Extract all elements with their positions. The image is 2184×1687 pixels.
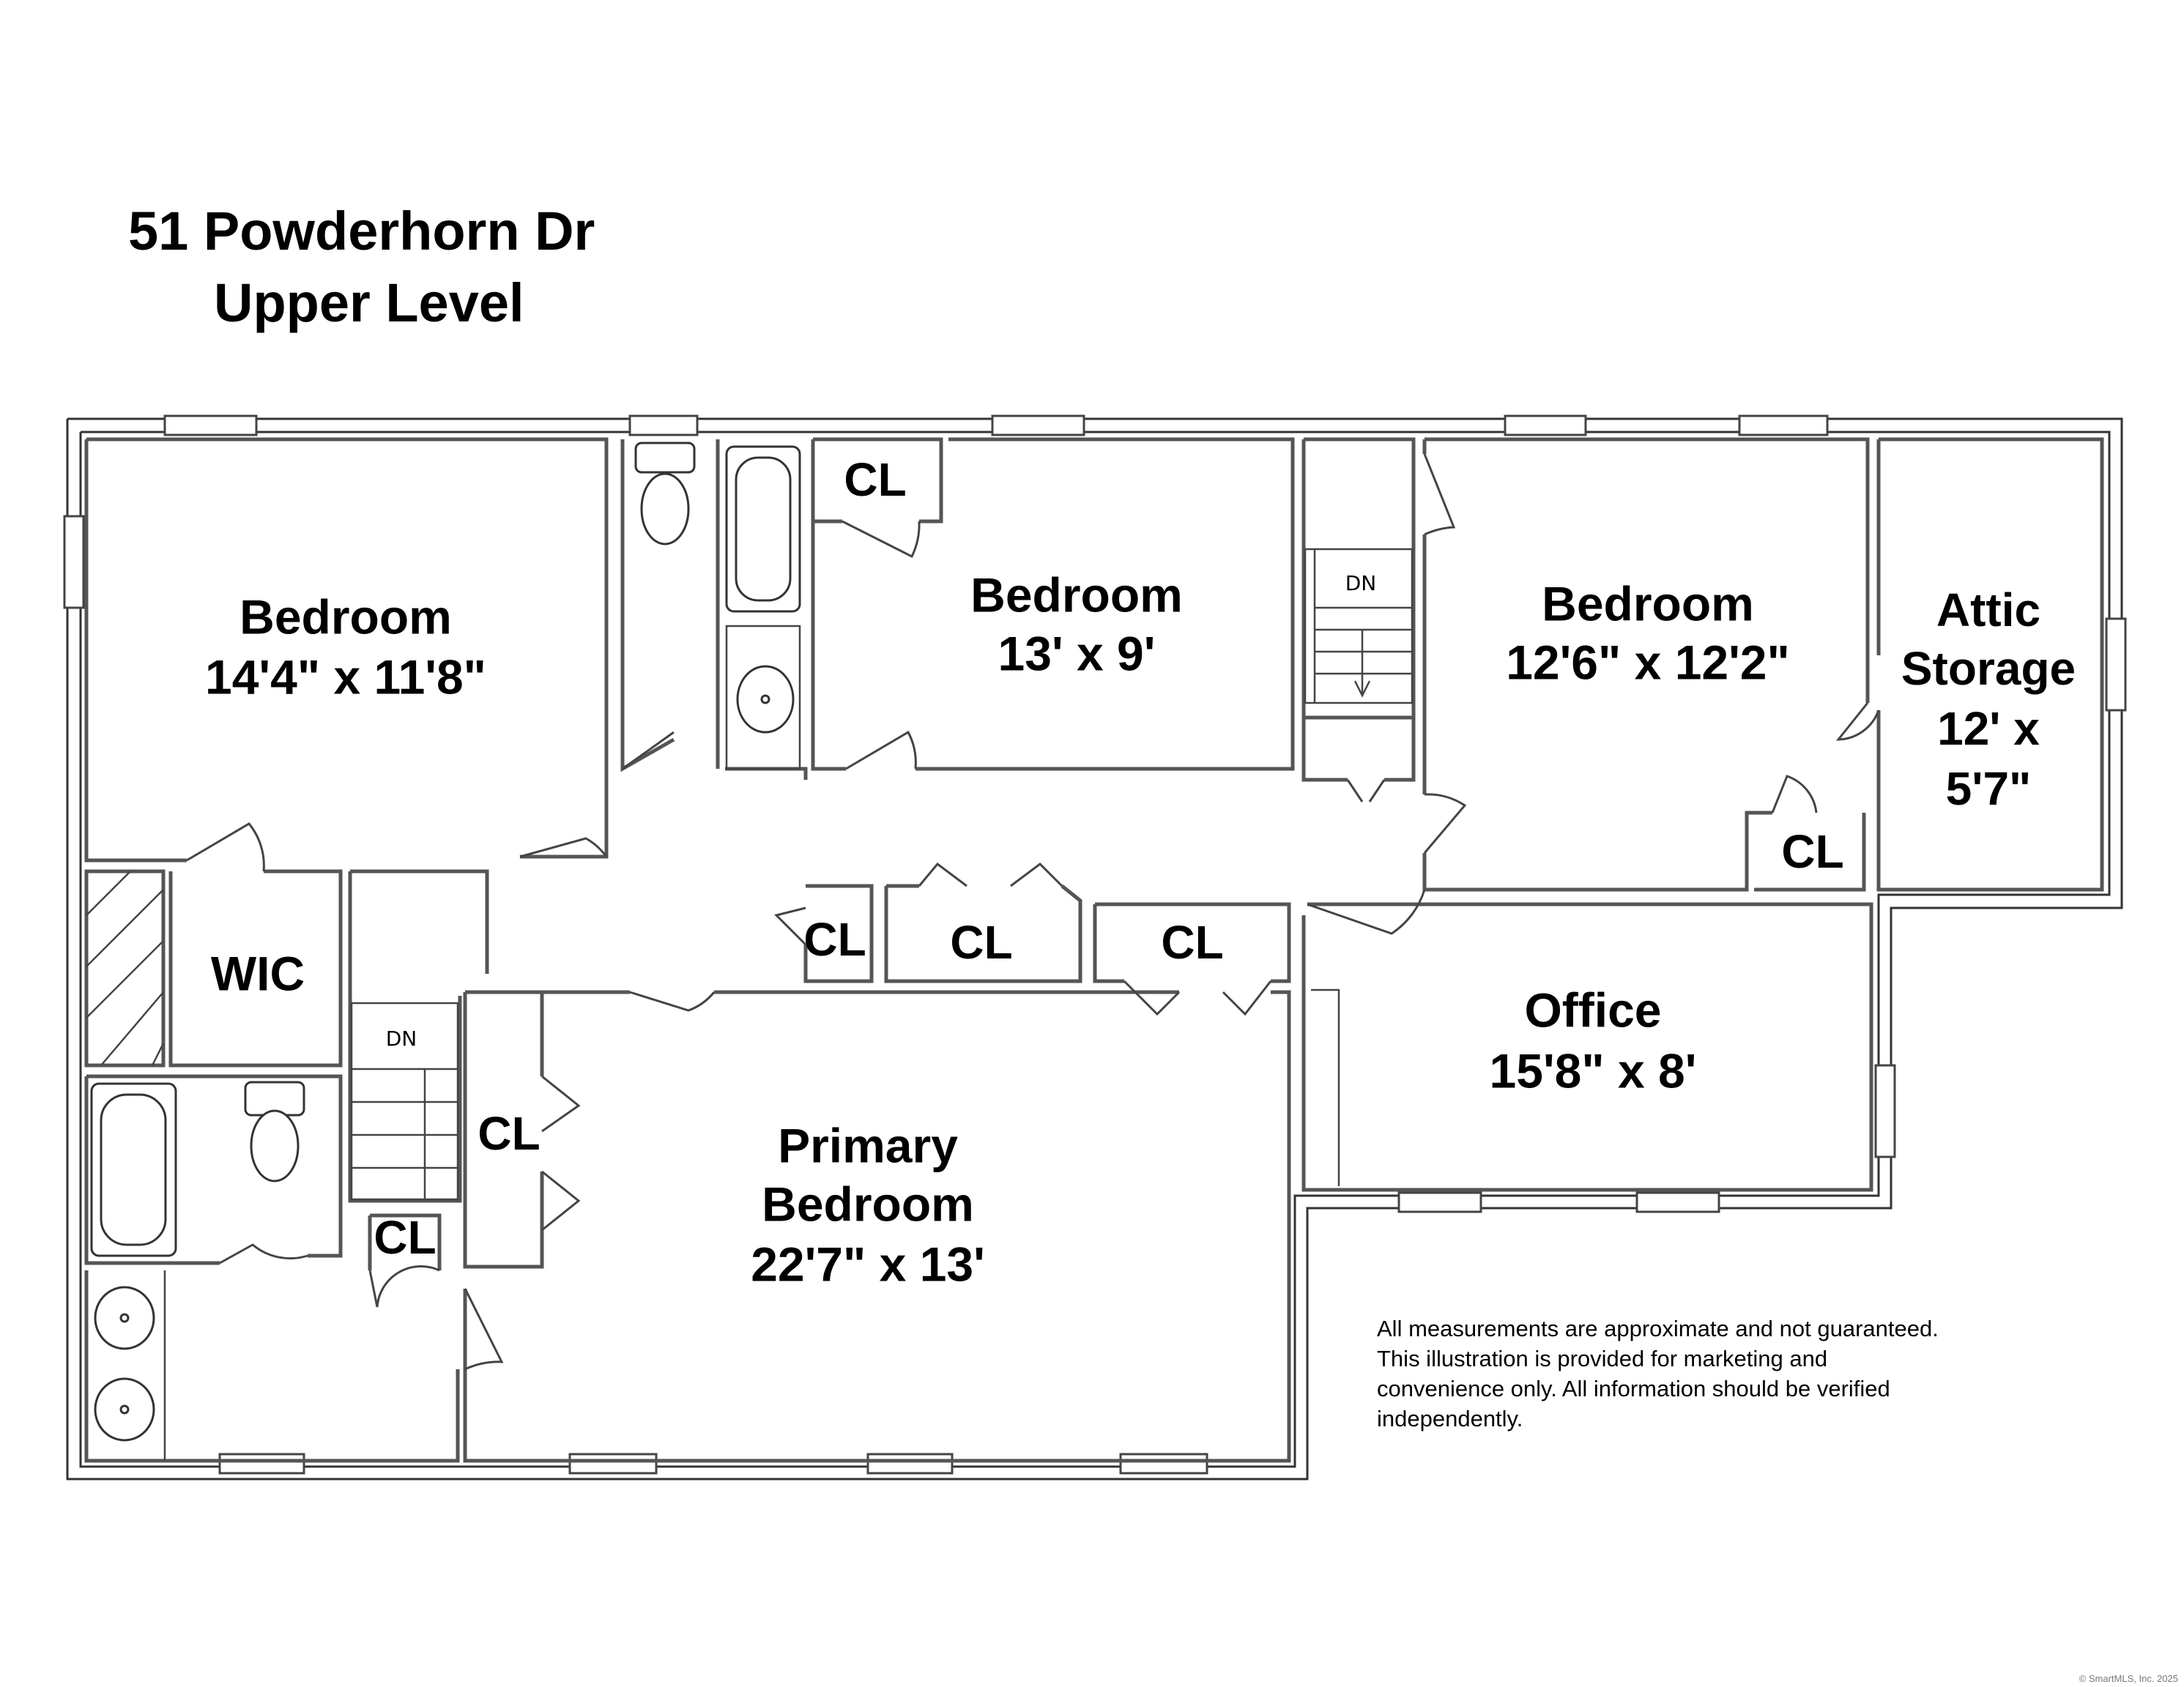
- disclaimer-text: All measurements are approximate and not…: [1377, 1316, 1939, 1431]
- closet-label: CL: [1161, 916, 1223, 969]
- closet-label: CL: [844, 453, 906, 506]
- primary-line1: Primary: [778, 1118, 958, 1172]
- sink-icon: [725, 625, 801, 770]
- hatched-chase: [86, 871, 165, 1066]
- property-address: 51 Powderhorn Dr: [128, 201, 595, 261]
- fixtures: [86, 442, 1414, 1461]
- bedroom-east-name: Bedroom: [1542, 576, 1754, 630]
- stairs-west: [350, 1002, 459, 1201]
- office-size: 15'8" x 8': [1490, 1043, 1697, 1098]
- exterior-walls: [66, 417, 2123, 1481]
- bedroom-center-name: Bedroom: [970, 567, 1183, 622]
- interior-walls: [84, 437, 2104, 1463]
- closet-label: CL: [478, 1107, 540, 1160]
- doors: [186, 453, 1880, 1371]
- closet-label: CL: [1781, 825, 1843, 878]
- bedroom-west-size: 14'4" x 11'8": [205, 649, 486, 704]
- bathtub-icon: [90, 1082, 177, 1257]
- attic-line4: 5'7": [1946, 762, 2032, 815]
- toilet-icon: [634, 442, 696, 545]
- stair-down-label: DN: [1345, 571, 1377, 595]
- copyright-credit: © SmartMLS, Inc. 2025: [2079, 1673, 2178, 1684]
- attic-line2: Storage: [1901, 642, 2076, 695]
- wic-label: WIC: [211, 946, 305, 1000]
- toilet-icon: [244, 1081, 305, 1183]
- stair-down-label: DN: [386, 1027, 417, 1051]
- attic-line3: 12' x: [1937, 702, 2040, 755]
- double-vanity-icon: [94, 1270, 166, 1461]
- bathtub-icon: [725, 445, 801, 613]
- stairs-east: [1304, 548, 1414, 704]
- room-labels: Bedroom 14'4" x 11'8" Bedroom 13' x 9' B…: [205, 453, 2076, 1292]
- bedroom-center-size: 13' x 9': [998, 626, 1156, 680]
- closet-label: CL: [950, 916, 1012, 969]
- closet-label: CL: [374, 1211, 436, 1264]
- primary-size: 22'7" x 13': [751, 1237, 985, 1291]
- office-name: Office: [1524, 983, 1661, 1037]
- level-title: Upper Level: [214, 272, 524, 333]
- closet-label: CL: [803, 913, 866, 966]
- windows: [63, 414, 2127, 1475]
- bedroom-west-name: Bedroom: [239, 589, 452, 644]
- primary-line2: Bedroom: [762, 1177, 974, 1231]
- attic-line1: Attic: [1936, 584, 2040, 636]
- bedroom-east-size: 12'6" x 12'2": [1506, 635, 1790, 689]
